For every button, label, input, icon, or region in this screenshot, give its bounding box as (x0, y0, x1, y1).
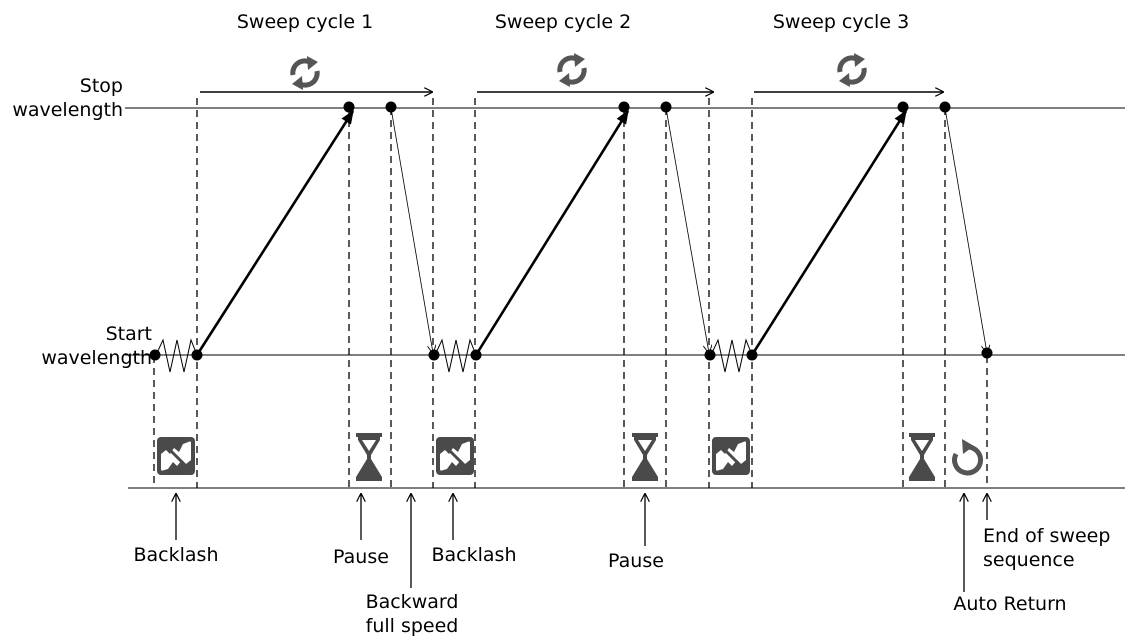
backlash-zigzags (155, 338, 753, 373)
sweep-cycle-1-label: Sweep cycle 1 (236, 11, 374, 33)
stop-label-line2: wavelength (12, 99, 123, 121)
dashed-guides (153, 98, 988, 488)
backlash-icon (710, 435, 752, 477)
event-dots (149, 101, 993, 361)
pause-label-2: Pause (608, 550, 664, 572)
backward-line2: full speed (365, 615, 459, 637)
backlash-label-2: Backlash (431, 544, 517, 566)
backward-full-speed-label: Backward full speed (350, 590, 474, 638)
pointer-arrows (176, 494, 987, 592)
stop-label-line1: Stop (79, 75, 123, 97)
sweep-cycle-icon (559, 53, 585, 87)
start-label-line2: wavelength (41, 347, 152, 369)
end-line1: End of sweep (983, 525, 1111, 547)
auto-return-label: Auto Return (953, 593, 1067, 615)
hourglass-icon (632, 433, 658, 481)
end-of-sweep-label: End of sweep sequence (983, 524, 1133, 572)
backward-returns (390, 107, 987, 353)
start-label-line1: Start (105, 323, 152, 345)
auto-return-icon (955, 439, 981, 473)
hourglass-icon (909, 433, 935, 481)
stop-wavelength-label: Stop wavelength (0, 74, 123, 122)
sweep-cycle-icon (292, 56, 318, 90)
end-line2: sequence (983, 549, 1075, 571)
pause-label-1: Pause (333, 546, 389, 568)
hourglass-icon (356, 433, 382, 481)
backlash-icon (155, 435, 197, 477)
start-wavelength-label: Start wavelength (0, 322, 152, 370)
backward-line1: Backward (365, 591, 459, 613)
sweep-cycle-2-label: Sweep cycle 2 (494, 11, 632, 33)
backlash-label-1: Backlash (133, 544, 219, 566)
sweep-cycle-3-label: Sweep cycle 3 (772, 11, 910, 33)
backlash-icon (434, 435, 476, 477)
forward-sweeps (195, 109, 908, 356)
sweep-cycle-icon (839, 53, 865, 87)
